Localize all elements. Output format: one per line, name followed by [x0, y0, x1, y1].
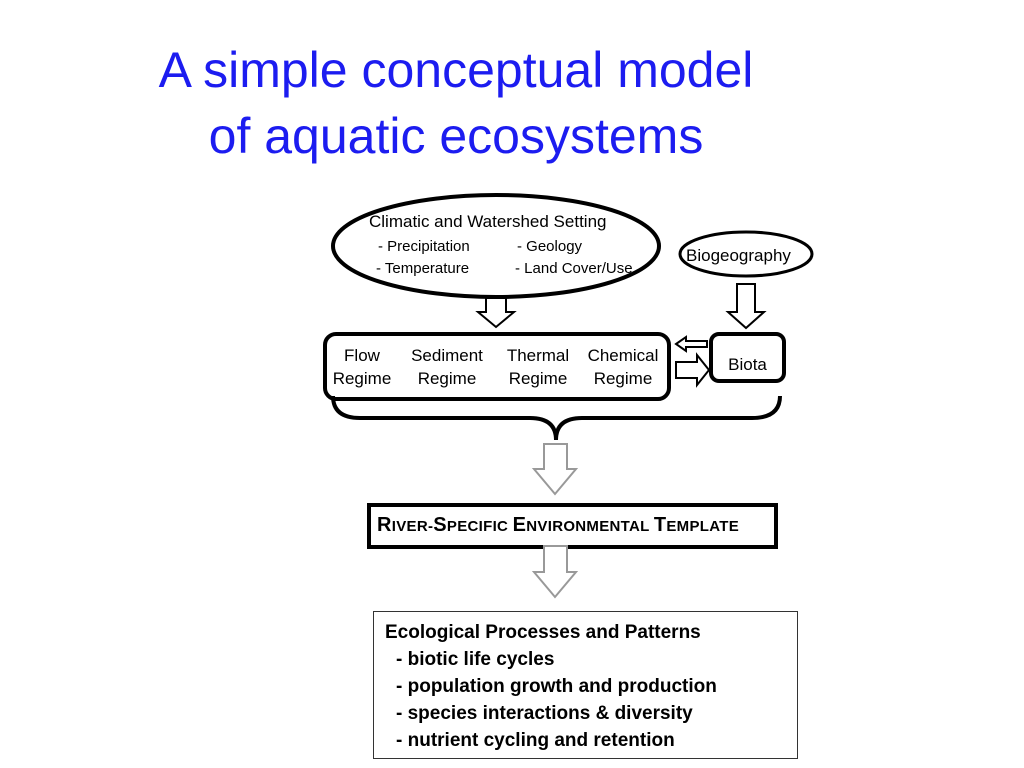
template-label: RIVER-SPECIFIC ENVIRONMENTAL TEMPLATE: [377, 514, 739, 537]
regime-chemical-top: Chemical: [587, 346, 659, 365]
ecological-item-species: - species interactions & diversity: [396, 703, 693, 724]
setting-down-arrow: [475, 297, 517, 329]
regime-sediment-top: Sediment: [411, 346, 483, 365]
regime-sediment: Sediment Regime: [403, 344, 491, 390]
template-cap-r: R: [377, 514, 392, 536]
ecological-item-nutrient: - nutrient cycling and retention: [396, 730, 675, 751]
regime-flow-bottom: Regime: [332, 369, 392, 388]
regimes-box: [323, 332, 671, 401]
grouping-brace: [331, 395, 782, 441]
ecological-item-life-cycles: - biotic life cycles: [396, 649, 555, 670]
ecological-down-arrow: [531, 545, 579, 599]
template-rest-river: IVER-: [391, 518, 434, 535]
setting-item-land-cover: - Land Cover/Use: [515, 260, 633, 277]
template-down-arrow: [531, 443, 579, 496]
setting-item-precipitation: - Precipitation: [378, 238, 470, 255]
template-rest-environmental: NVIRONMENTAL: [526, 518, 654, 535]
template-rest-specific: PECIFIC: [446, 518, 513, 535]
template-box: [367, 503, 778, 549]
regime-chemical: Chemical Regime: [580, 344, 666, 390]
regime-chemical-bottom: Regime: [593, 369, 653, 388]
biogeography-down-arrow: [725, 283, 767, 330]
slide-title-line-2: of aquatic ecosystems: [208, 108, 704, 164]
ecological-item-population: - population growth and production: [396, 676, 717, 697]
template-cap-s: S: [433, 514, 447, 536]
slide-title-line-1: A simple conceptual model: [158, 42, 754, 98]
biogeography-label: Biogeography: [686, 246, 791, 265]
regime-flow-top: Flow: [344, 346, 380, 365]
setting-item-geology: - Geology: [517, 238, 583, 255]
setting-item-temperature: - Temperature: [376, 260, 470, 277]
regime-thermal: Thermal Regime: [498, 344, 578, 390]
regime-thermal-top: Thermal: [506, 346, 570, 365]
regime-sediment-bottom: Regime: [417, 369, 477, 388]
ecological-heading: Ecological Processes and Patterns: [385, 622, 701, 643]
biota-box: [709, 332, 786, 383]
right-exchange-arrow: [675, 352, 711, 388]
regime-flow: Flow Regime: [328, 344, 396, 390]
setting-heading: Climatic and Watershed Setting: [369, 212, 607, 231]
regime-thermal-bottom: Regime: [508, 369, 568, 388]
template-cap-t: T: [653, 514, 667, 536]
ecological-box: [373, 611, 798, 759]
biota-label: Biota: [728, 355, 767, 374]
left-exchange-arrow: [674, 335, 708, 353]
template-rest-template: EMPLATE: [666, 518, 739, 535]
ecological-list: Ecological Processes and Patterns - biot…: [385, 619, 717, 754]
biogeography-ellipse: [678, 230, 814, 278]
template-cap-e: E: [512, 514, 527, 536]
